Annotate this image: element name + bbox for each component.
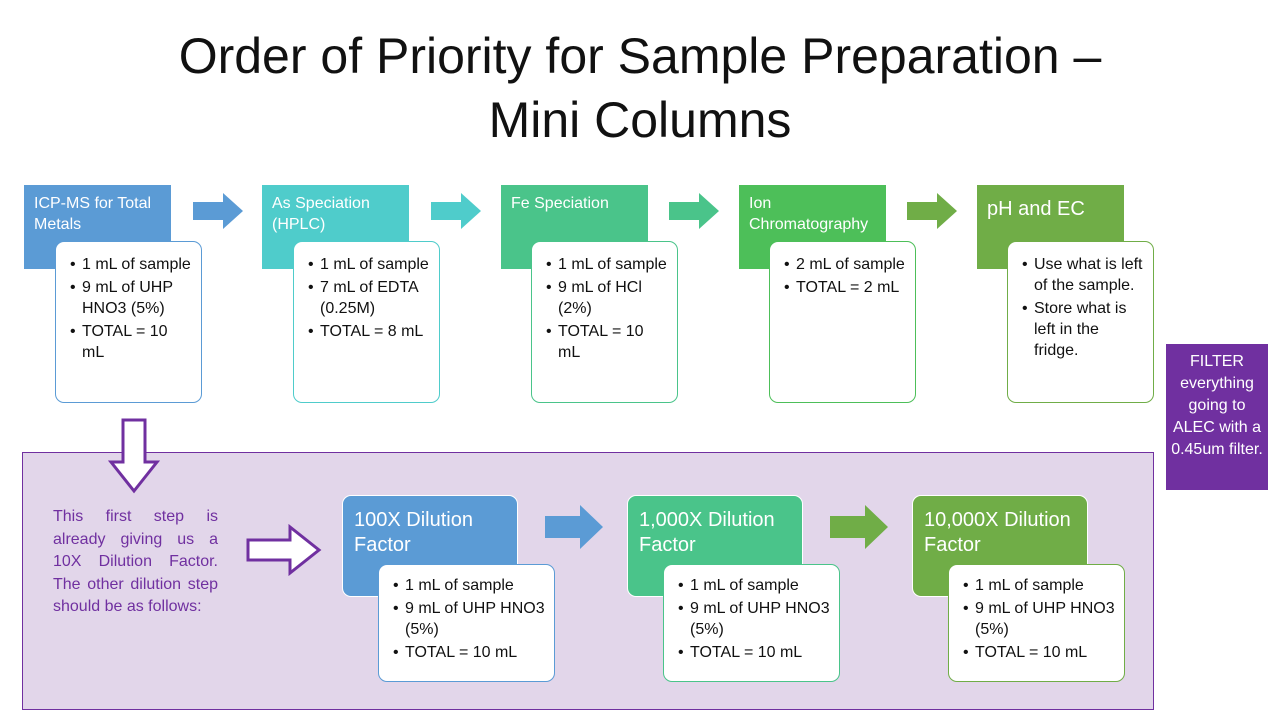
slide-title: Order of Priority for Sample Preparation…: [0, 24, 1280, 152]
filter-note-text: FILTER everything going to ALEC with a 0…: [1171, 353, 1263, 458]
step-4-item: 2 mL of sample: [774, 254, 907, 275]
right-arrow-icon: [545, 505, 603, 549]
right-arrow-icon: [431, 193, 481, 229]
dilution-1-item: TOTAL = 10 mL: [383, 642, 548, 663]
dilution-2-item: TOTAL = 10 mL: [668, 642, 833, 663]
step-1-item: 9 mL of UHP HNO3 (5%): [60, 277, 193, 319]
step-4-item: TOTAL = 2 mL: [774, 277, 907, 298]
step-3-item: 9 mL of HCl (2%): [536, 277, 669, 319]
step-3-item: 1 mL of sample: [536, 254, 669, 275]
dilution-3-item: 1 mL of sample: [953, 575, 1118, 596]
step-4-card: 2 mL of sample TOTAL = 2 mL: [769, 241, 916, 403]
dilution-2-item: 1 mL of sample: [668, 575, 833, 596]
step-3-item: TOTAL = 10 mL: [536, 321, 669, 363]
dilution-3-item: TOTAL = 10 mL: [953, 642, 1118, 663]
right-arrow-outline-icon: [246, 524, 322, 576]
step-2-item: 7 mL of EDTA (0.25M): [298, 277, 431, 319]
step-3-card: 1 mL of sample 9 mL of HCl (2%) TOTAL = …: [531, 241, 678, 403]
dilution-2-title: 1,000X Dilution Factor: [639, 509, 775, 556]
dilution-3-card: 1 mL of sample 9 mL of UHP HNO3 (5%) TOT…: [948, 564, 1125, 682]
dilution-3-title: 10,000X Dilution Factor: [924, 509, 1071, 556]
step-2-item: 1 mL of sample: [298, 254, 431, 275]
filter-note: FILTER everything going to ALEC with a 0…: [1166, 344, 1268, 490]
dilution-2-item: 9 mL of UHP HNO3 (5%): [668, 598, 833, 640]
step-1-item: TOTAL = 10 mL: [60, 321, 193, 363]
dilution-1-item: 1 mL of sample: [383, 575, 548, 596]
right-arrow-icon: [669, 193, 719, 229]
step-4-title: Ion Chromatography: [749, 195, 869, 233]
step-5-item: Use what is left of the sample.: [1012, 254, 1145, 296]
down-arrow-icon: [108, 418, 160, 494]
step-5-card: Use what is left of the sample. Store wh…: [1007, 241, 1154, 403]
dilution-1-title: 100X Dilution Factor: [354, 509, 473, 556]
step-5-title: pH and EC: [987, 198, 1085, 220]
title-line-2: Mini Columns: [488, 92, 792, 148]
step-1-card: 1 mL of sample 9 mL of UHP HNO3 (5%) TOT…: [55, 241, 202, 403]
step-3-title: Fe Speciation: [511, 195, 609, 212]
step-2-item: TOTAL = 8 mL: [298, 321, 431, 342]
right-arrow-icon: [193, 193, 243, 229]
step-2-card: 1 mL of sample 7 mL of EDTA (0.25M) TOTA…: [293, 241, 440, 403]
title-line-1: Order of Priority for Sample Preparation…: [178, 28, 1102, 84]
right-arrow-icon: [830, 505, 888, 549]
step-1-title: ICP-MS for Total Metals: [34, 195, 152, 233]
dilution-3-item: 9 mL of UHP HNO3 (5%): [953, 598, 1118, 640]
dilution-note: This first step is already giving us a 1…: [53, 508, 218, 615]
right-arrow-icon: [907, 193, 957, 229]
dilution-1-item: 9 mL of UHP HNO3 (5%): [383, 598, 548, 640]
step-1-item: 1 mL of sample: [60, 254, 193, 275]
dilution-1-card: 1 mL of sample 9 mL of UHP HNO3 (5%) TOT…: [378, 564, 555, 682]
dilution-2-card: 1 mL of sample 9 mL of UHP HNO3 (5%) TOT…: [663, 564, 840, 682]
step-2-title: As Speciation (HPLC): [272, 195, 370, 233]
step-5-item: Store what is left in the fridge.: [1012, 298, 1145, 361]
